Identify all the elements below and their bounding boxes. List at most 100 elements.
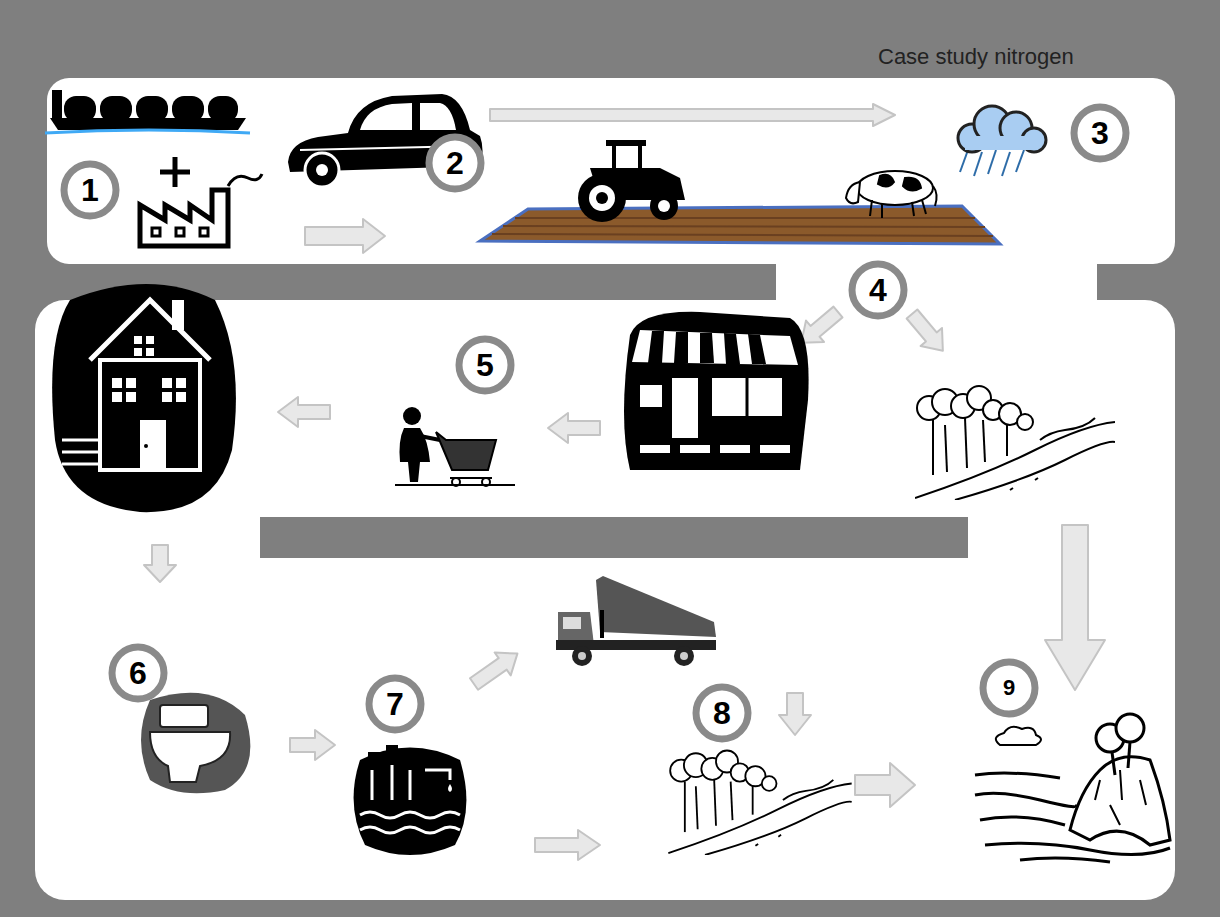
house-icon [112, 378, 122, 388]
callout-number: 8 [713, 697, 731, 729]
car-icon [316, 164, 328, 176]
house-icon [134, 336, 142, 344]
cow-icon [857, 171, 933, 205]
cow-icon [881, 203, 883, 218]
callout-number: 4 [869, 274, 887, 306]
factory-icon [140, 190, 228, 246]
rain-cloud-icon [958, 106, 1046, 152]
panel [260, 517, 968, 558]
shopper-icon [395, 484, 515, 486]
flow-arrow [855, 763, 915, 807]
forest-icon [915, 386, 1115, 500]
shop-icon [760, 445, 790, 453]
rain-cloud-icon [958, 106, 1046, 176]
field-icon [480, 206, 1000, 244]
house-icon [176, 378, 186, 388]
callout-ring [112, 647, 164, 699]
treatment-plant-icon [354, 748, 467, 856]
panel [776, 250, 1097, 310]
flow-arrow [290, 730, 335, 760]
callout-number: 6 [129, 657, 147, 689]
ship-icon [50, 118, 246, 130]
cow-icon [870, 200, 872, 216]
factory-icon [152, 228, 160, 236]
coast-icon [1020, 858, 1110, 862]
callout-text-area: 3 [1070, 103, 1130, 163]
callout-number: 2 [446, 147, 464, 179]
house-icon [146, 348, 154, 356]
car-icon [360, 103, 412, 130]
flow-arrow [278, 397, 330, 427]
ship-icon [45, 130, 250, 133]
callout-text-area: 7 [365, 674, 425, 734]
coast-icon [996, 727, 1041, 745]
callout-ring [459, 339, 511, 391]
factory-icon [228, 174, 262, 186]
truck-icon [556, 576, 716, 666]
callout-ring [64, 164, 116, 216]
cow-icon [846, 171, 937, 218]
shopper-icon [403, 407, 421, 425]
callout-circle: 9 [979, 658, 1039, 718]
coast-icon [1128, 742, 1130, 768]
tractor-icon [612, 146, 616, 168]
callout-circle: 6 [108, 643, 168, 703]
callout-text-area: 6 [108, 643, 168, 703]
shop-icon [648, 331, 766, 364]
callout-text-area: 9 [979, 658, 1039, 718]
house-icon [162, 378, 172, 388]
truck-icon [600, 610, 604, 638]
callout-number: 7 [386, 688, 404, 720]
treatment-plant-icon [391, 765, 394, 800]
callout-ring [983, 662, 1035, 714]
field-icon [515, 217, 975, 219]
callout-circle: 5 [455, 335, 515, 395]
shop-icon [746, 378, 749, 416]
toilet-icon [141, 693, 250, 794]
tractor-icon [578, 174, 626, 222]
cow-icon [933, 186, 937, 206]
factory-icon [140, 174, 262, 246]
rain-cloud-icon [1002, 152, 1010, 176]
treatment-plant-icon [360, 765, 460, 833]
house-icon [52, 284, 236, 512]
house-icon [100, 360, 200, 470]
panel [35, 78, 1175, 900]
house-icon [146, 336, 154, 344]
field-icon [503, 226, 985, 227]
cow-icon [903, 178, 921, 191]
callout-circle: 4 [848, 260, 908, 320]
flow-arrow [548, 413, 600, 443]
car-icon [420, 103, 456, 130]
house-icon [134, 348, 142, 356]
rain-cloud-icon [965, 136, 1035, 150]
field-icon [492, 218, 993, 236]
coast-icon [1112, 752, 1115, 775]
factory-icon [200, 228, 208, 236]
tractor-icon [658, 200, 670, 212]
house-icon [62, 440, 100, 464]
callout-ring [696, 687, 748, 739]
flow-arrow [305, 219, 385, 253]
shop-icon [624, 312, 809, 470]
callout-text-area: 2 [425, 133, 485, 193]
callout-text-area: 4 [848, 260, 908, 320]
flow-arrow [466, 642, 525, 695]
coast-icon [975, 793, 1076, 806]
shop-icon [640, 445, 790, 453]
tractor-icon [578, 140, 685, 222]
house-icon [90, 300, 210, 360]
house-icon [62, 451, 100, 454]
tractor-icon [650, 192, 678, 220]
shop-icon [674, 332, 688, 363]
coast-icon [1116, 714, 1144, 742]
callout-number: 1 [81, 174, 99, 206]
callout-text-area: 1 [60, 160, 120, 220]
shop-icon [724, 333, 740, 364]
shop-icon [680, 445, 710, 453]
treatment-plant-icon [371, 770, 374, 800]
rain-cloud-icon [1016, 150, 1024, 172]
house-icon [126, 378, 136, 388]
truck-icon [674, 646, 694, 666]
